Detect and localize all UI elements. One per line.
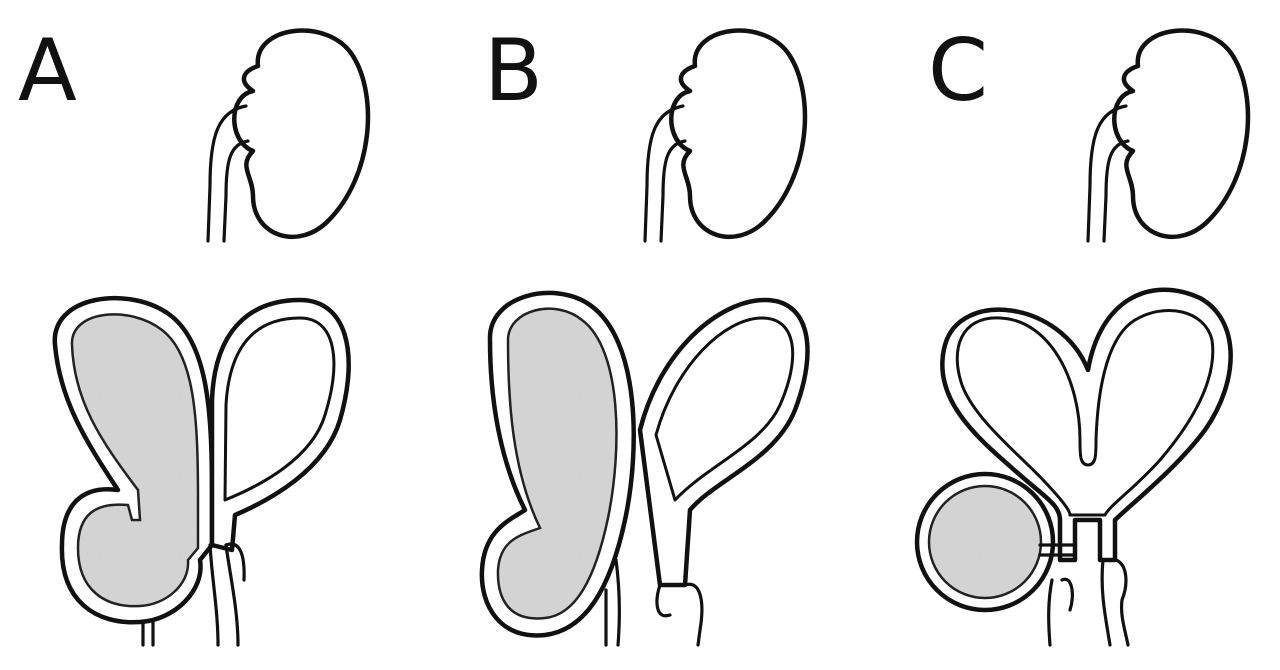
panel-b-right-moiety-lumen — [654, 316, 795, 502]
kidney-c — [1088, 31, 1248, 241]
panel-c — [914, 31, 1248, 647]
panel-c-bladder-lumen — [955, 308, 1215, 517]
panel-c-ureterocele-fill — [927, 484, 1043, 600]
panel-label-a: A — [18, 21, 77, 121]
kidney-a — [208, 31, 368, 241]
kidney-b — [645, 31, 805, 241]
panel-a — [52, 31, 368, 647]
panel-label-c: C — [928, 21, 989, 121]
panel-label-b: B — [484, 21, 543, 121]
panel-a-right-moiety-lumen — [223, 316, 336, 502]
panel-a-left-moiety-fill — [70, 313, 200, 608]
panel-b — [479, 31, 810, 647]
panel-b-left-moiety-fill — [496, 307, 618, 620]
